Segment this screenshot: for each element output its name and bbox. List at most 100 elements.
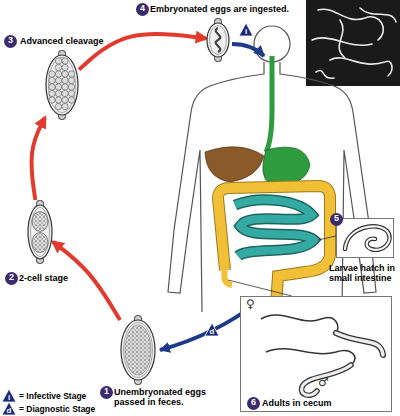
large-intestine [218, 186, 330, 305]
art-circle [62, 90, 68, 96]
callout-number: 1 [100, 386, 113, 399]
callout-number: 2 [5, 272, 18, 285]
small-intestine [235, 200, 314, 256]
art-ellipse [121, 320, 155, 380]
leader-line [228, 280, 292, 296]
diagnostic-triangle [205, 323, 219, 336]
art-circle [55, 84, 61, 90]
art-ellipse [32, 212, 48, 232]
art-ellipse [46, 55, 78, 115]
liver [205, 147, 264, 182]
art-rect [135, 378, 142, 385]
art-circle [68, 71, 74, 77]
art-circle [62, 71, 68, 77]
egg-outline [45, 50, 79, 120]
photo-frame [306, 0, 400, 86]
egg-stage: 4Embryonated eggs are ingested. [206, 18, 230, 62]
stage-illustration [337, 219, 395, 259]
stage-caption: Unembryonated eggs passed in feces. [114, 387, 214, 407]
art-circle [62, 97, 68, 103]
art-rect [37, 257, 44, 264]
art-rect [215, 19, 222, 26]
legend-triangle [2, 402, 16, 415]
art-circle [68, 84, 74, 90]
art-circle [55, 77, 61, 83]
art-circle [49, 71, 55, 77]
art-rect [215, 55, 222, 62]
callout-number: 6 [247, 397, 260, 410]
egg-stage: 1Unembryonated eggs passed in feces. [120, 315, 156, 385]
art-ellipse [31, 208, 50, 257]
art-circle [62, 103, 68, 109]
sex-symbol: ♀ [246, 298, 255, 310]
art-rect [59, 51, 66, 58]
stage-letter: d [207, 327, 217, 336]
digestive-tract [205, 56, 330, 305]
art-circle [55, 103, 61, 109]
art-path [336, 333, 383, 355]
art-circle [62, 64, 68, 70]
photo-worm [312, 38, 372, 45]
stage-illustration [241, 297, 393, 413]
art-circle [62, 84, 68, 90]
art-ellipse [125, 325, 151, 375]
legend-triangle [2, 389, 16, 402]
art-circle [49, 90, 55, 96]
art-circle [68, 77, 74, 83]
legend-text: = Diagnostic Stage [19, 404, 95, 414]
stage-letter: i [241, 27, 251, 36]
art-circle [49, 97, 55, 103]
art-path [345, 226, 390, 249]
infective-triangle [239, 23, 253, 36]
egg-outline [27, 200, 53, 264]
callout-number: 5 [330, 213, 343, 226]
stage-box: 5Larvae hatch in small intestine [336, 218, 394, 258]
art-circle [62, 58, 68, 64]
stage-caption: 2-cell stage [19, 273, 68, 283]
stage-triangles [2, 23, 253, 415]
art-rect [37, 201, 44, 208]
leader-lines [228, 236, 336, 296]
stage-letter: i [4, 393, 14, 402]
egg-stage: 3Advanced cleavage [45, 50, 79, 120]
art-circle [55, 71, 61, 77]
human-figure [168, 26, 376, 312]
stage-caption: Larvae hatch in small intestine [329, 263, 400, 283]
cecum [224, 270, 232, 285]
art-ellipse [207, 23, 229, 57]
egg-outline [120, 315, 156, 385]
art-path [302, 365, 351, 395]
art-ellipse [32, 233, 48, 253]
callout-number: 3 [4, 35, 17, 48]
stage-box: 6Adults in cecum [240, 296, 392, 412]
art-circle [55, 90, 61, 96]
small-intestine-outline [235, 200, 314, 256]
leader-line [318, 236, 336, 240]
photo-worms [312, 8, 396, 78]
photo-worm [360, 8, 396, 22]
art-circle [55, 97, 61, 103]
art-path [261, 315, 338, 333]
egg-outline [206, 18, 230, 62]
esophagus [266, 56, 272, 152]
ingestion-arrow [232, 44, 264, 56]
stomach [263, 147, 310, 184]
worm-photo [306, 0, 400, 86]
art-circle [68, 90, 74, 96]
legend-entry: = Diagnostic Stage [19, 404, 95, 414]
legend-entry: = Infective Stage [19, 391, 86, 401]
stage-letter: d [4, 406, 14, 415]
art-circle [55, 64, 61, 70]
art-ellipse [28, 205, 52, 259]
photo-worm [316, 70, 334, 78]
art-path [302, 365, 351, 395]
stage-caption: Embryonated eggs are ingested. [150, 4, 289, 14]
excretion-arrow [160, 302, 258, 350]
art-circle [62, 77, 68, 83]
art-path [266, 349, 355, 365]
cycle-arrow [32, 118, 45, 201]
stage-caption: Advanced cleavage [20, 36, 104, 46]
